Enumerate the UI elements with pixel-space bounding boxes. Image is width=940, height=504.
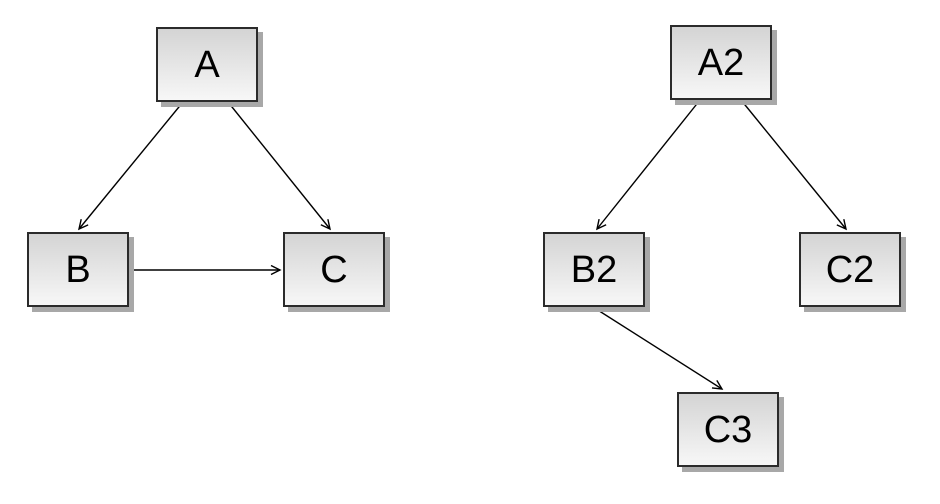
- node-C2: C2: [799, 232, 901, 307]
- edge-A2-B2: [597, 99, 701, 229]
- node-label-C2: C2: [825, 248, 875, 291]
- node-C3: C3: [677, 392, 779, 467]
- node-label-C: C: [320, 248, 348, 291]
- edge-A2-C2: [740, 99, 846, 229]
- node-label-B2: B2: [570, 248, 618, 291]
- node-A2: A2: [670, 25, 772, 100]
- edge-A-C: [227, 101, 330, 229]
- node-label-A2: A2: [697, 41, 745, 84]
- edge-B2-C3: [592, 306, 722, 389]
- node-label-A: A: [194, 43, 220, 86]
- node-label-B: B: [65, 248, 91, 291]
- node-B: B: [27, 232, 129, 307]
- edge-A-B: [79, 101, 184, 229]
- node-A: A: [156, 27, 258, 102]
- node-B2: B2: [543, 232, 645, 307]
- node-label-C3: C3: [703, 408, 753, 451]
- node-C: C: [283, 232, 385, 307]
